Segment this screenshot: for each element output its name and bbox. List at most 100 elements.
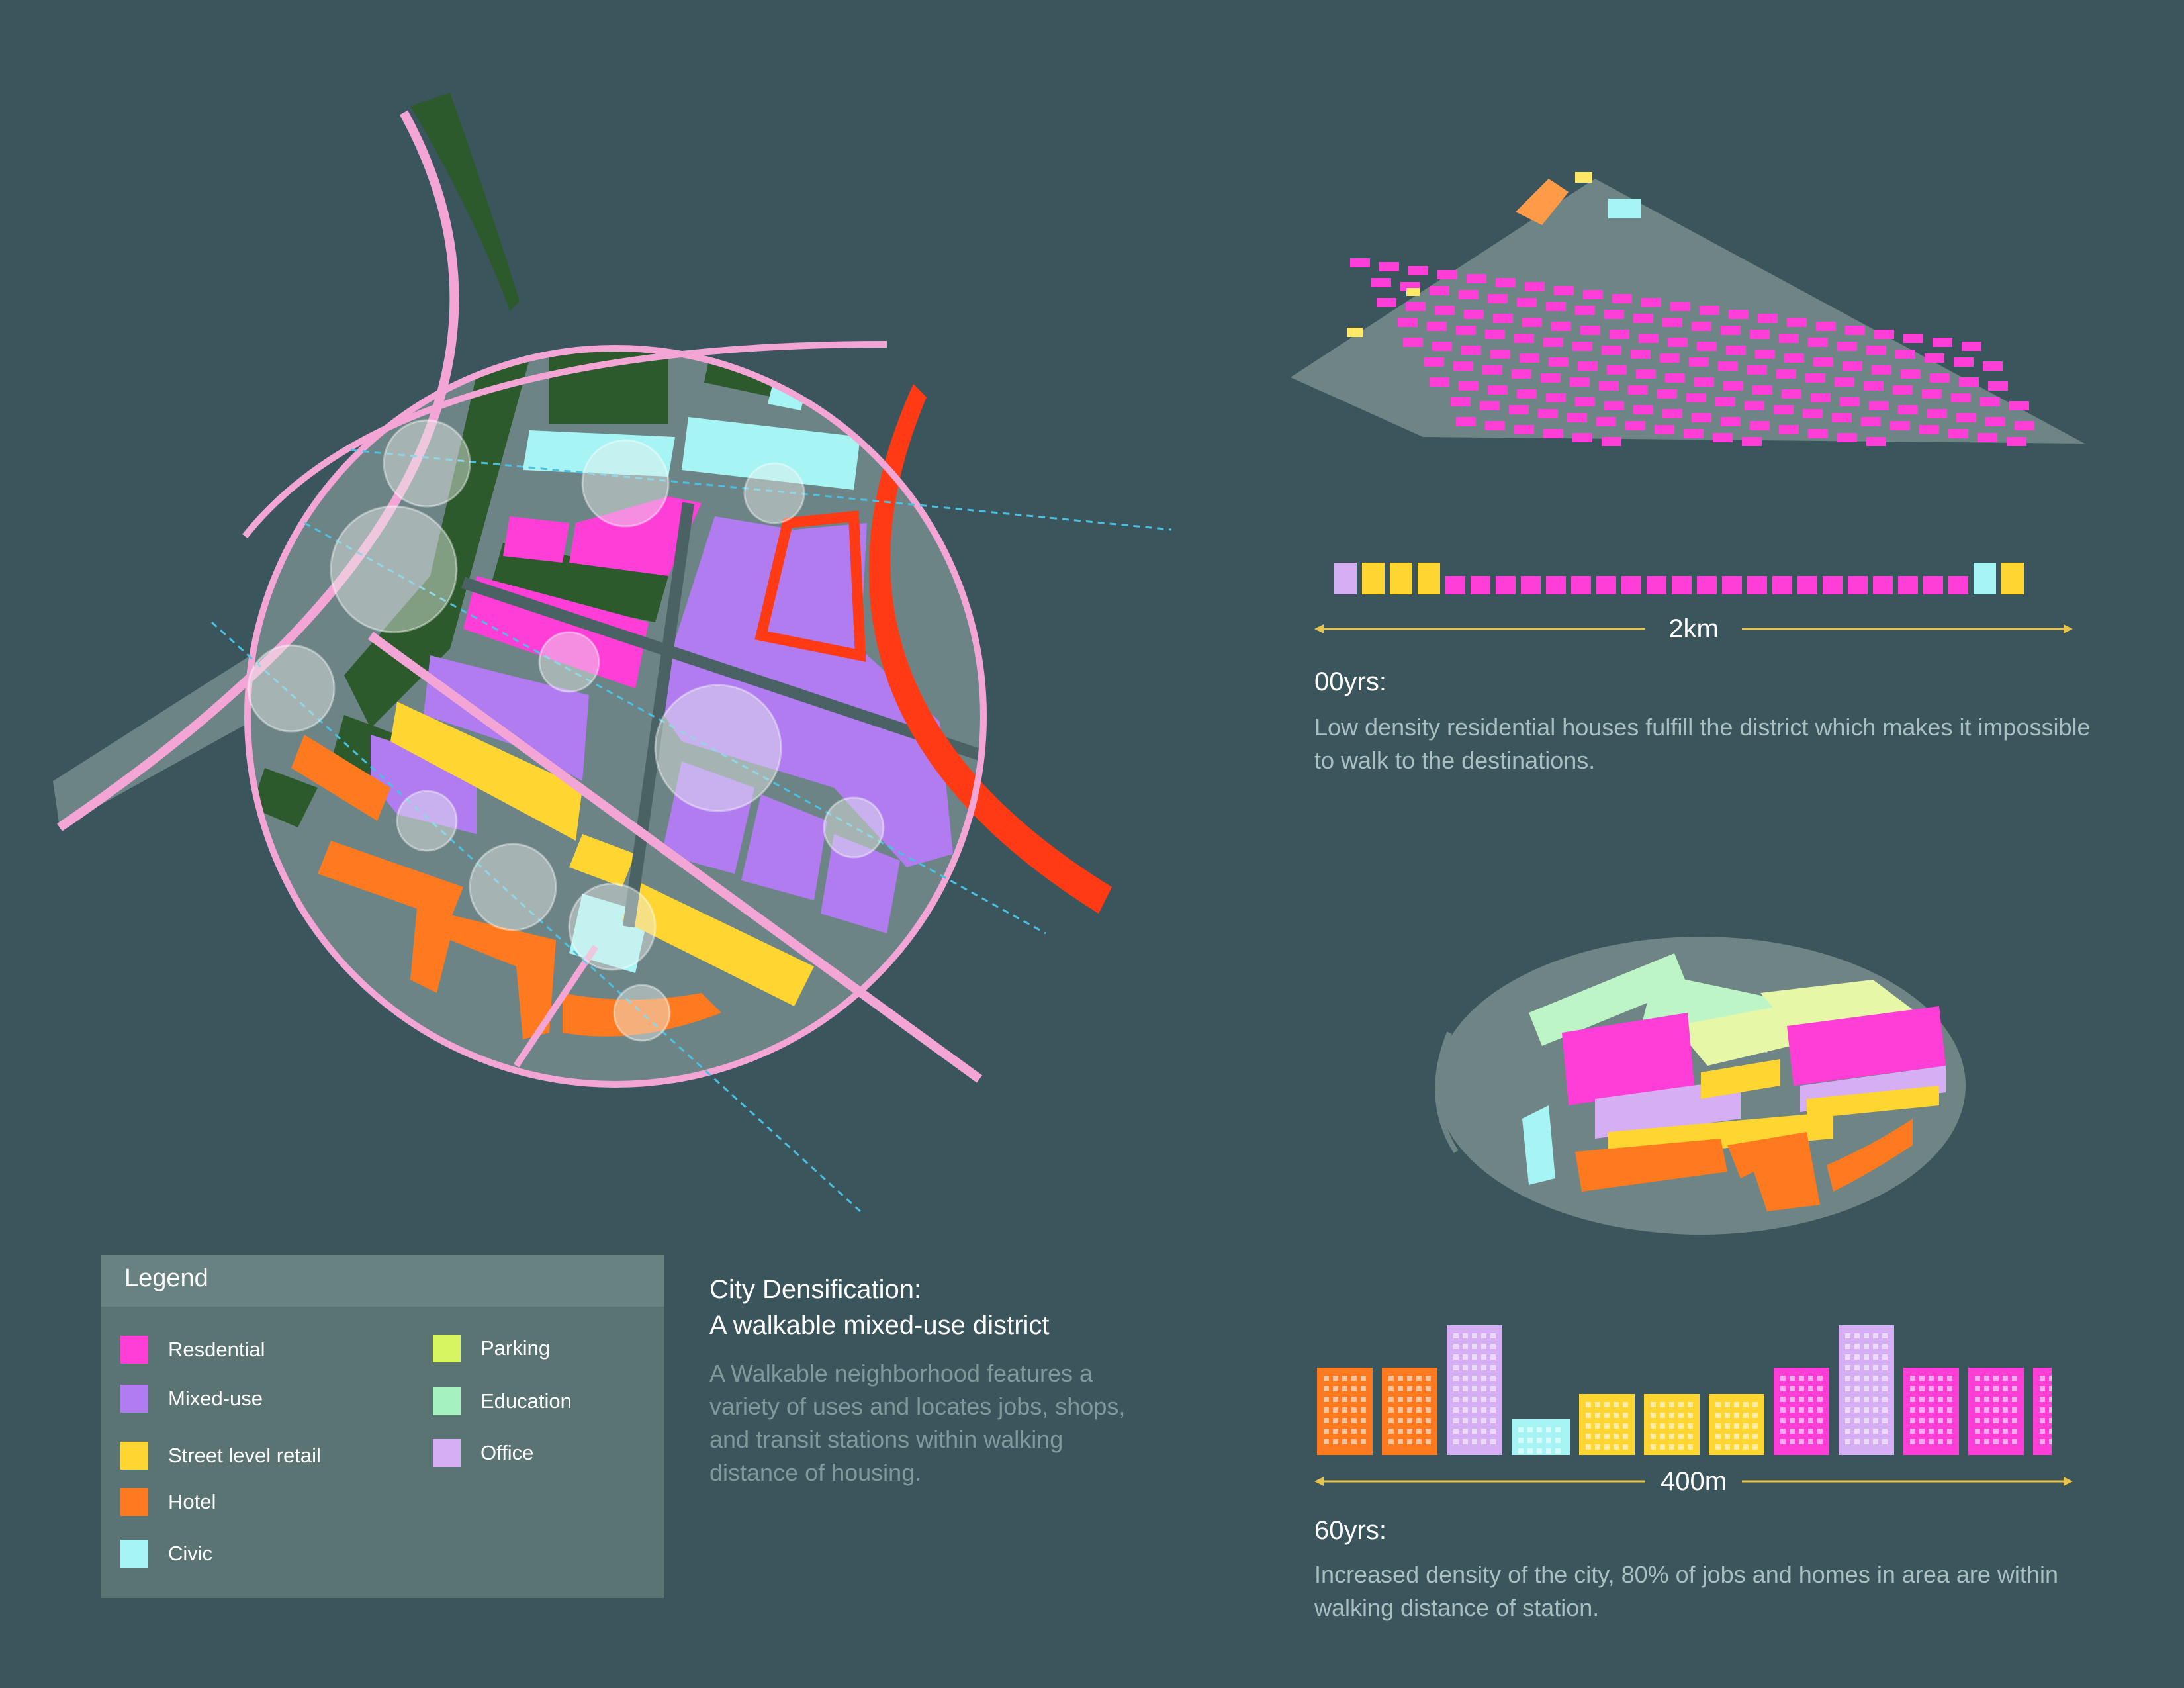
transit-arc-outer: [242, 341, 887, 539]
masterplan-diagram: [53, 93, 1172, 1213]
house: [1837, 433, 1857, 442]
house: [1496, 278, 1516, 287]
house: [1488, 385, 1508, 395]
house: [2007, 437, 2026, 446]
house: [1713, 433, 1733, 442]
strip-house: [1521, 576, 1541, 594]
house: [1604, 310, 1624, 319]
house: [1684, 429, 1704, 438]
house: [1903, 334, 1923, 343]
swatch-office: [433, 1439, 461, 1467]
house: [1657, 389, 1677, 399]
house: [1808, 338, 1828, 347]
house: [1962, 342, 1981, 351]
hotel-mass: [1516, 179, 1569, 225]
swatch-residential: [120, 1336, 148, 1364]
house: [1625, 421, 1645, 430]
skyline-tower: [1382, 1368, 1437, 1455]
legend-label: Parking: [480, 1336, 551, 1360]
era-description-60: Increased density of the city, 80% of jo…: [1314, 1561, 2058, 1621]
house: [1451, 397, 1471, 406]
house: [1665, 373, 1685, 383]
house: [1951, 393, 1971, 402]
strip-building: [1334, 563, 1357, 594]
house: [1575, 306, 1595, 315]
house: [1726, 346, 1746, 355]
strip-house: [1772, 576, 1792, 594]
internal-roads: [461, 502, 981, 928]
house: [1978, 433, 1997, 442]
strip-house: [1647, 576, 1666, 594]
house: [1866, 437, 1886, 446]
strip-house: [1873, 576, 1893, 594]
house: [1845, 326, 1865, 335]
house: [1782, 389, 1801, 399]
house: [1633, 405, 1653, 414]
scale-label-2km: 2km: [1668, 614, 1719, 643]
house: [1890, 421, 1910, 430]
house: [1803, 409, 1823, 418]
house: [1546, 393, 1566, 402]
house: [1406, 302, 1426, 311]
scale-bar-2km: [1314, 624, 2073, 633]
residential-masses: [1562, 1006, 1946, 1105]
house: [1628, 385, 1648, 395]
strip-house: [1496, 576, 1516, 594]
house: [1549, 357, 1569, 367]
house: [1403, 338, 1423, 347]
house: [1607, 365, 1627, 375]
house: [1776, 369, 1796, 379]
house: [1517, 389, 1537, 399]
house: [1930, 373, 1950, 383]
green-corridor-north: [410, 93, 520, 311]
house: [1480, 401, 1500, 410]
legend-label: Education: [480, 1389, 572, 1413]
house: [1954, 357, 1974, 367]
swatch-parking: [433, 1335, 461, 1362]
strip-house: [1571, 576, 1591, 594]
legend-item-parking: Parking: [433, 1335, 550, 1362]
house: [1774, 405, 1794, 414]
house: [1660, 353, 1680, 363]
headline-line-1: City Densification:: [709, 1275, 922, 1304]
era-title-60: 60yrs:: [1314, 1516, 1387, 1545]
strip-house: [1923, 576, 1943, 594]
house: [1543, 338, 1563, 347]
house: [1456, 326, 1476, 335]
house: [1408, 266, 1428, 275]
strip-house: [1672, 576, 1692, 594]
house: [1641, 298, 1661, 307]
house: [1459, 290, 1479, 299]
view-axes: [210, 449, 1172, 1213]
house: [1541, 373, 1561, 383]
house: [1869, 401, 1889, 410]
house: [1432, 342, 1452, 351]
legend-item-retail: Street level retail: [120, 1442, 321, 1470]
house: [1752, 385, 1772, 395]
strip-building: [1362, 563, 1385, 594]
house: [1430, 377, 1449, 387]
house: [1729, 310, 1749, 319]
strip-house: [1747, 576, 1767, 594]
house: [1787, 318, 1807, 327]
house: [1520, 353, 1539, 363]
house: [1662, 318, 1682, 327]
house: [1933, 338, 1952, 347]
swatch-civic: [120, 1540, 148, 1568]
house: [1424, 357, 1444, 367]
house: [1721, 417, 1741, 426]
house: [1784, 353, 1804, 363]
strip-house: [1621, 576, 1641, 594]
house: [1633, 314, 1653, 323]
house: [1517, 298, 1537, 307]
dense-3d-model: [1435, 937, 1966, 1235]
house: [1546, 302, 1566, 311]
skyline-tower: [1903, 1368, 1959, 1455]
strip-house: [1546, 576, 1566, 594]
transit-arc: [57, 110, 459, 831]
swatch-retail: [120, 1442, 148, 1470]
house: [1745, 401, 1764, 410]
skyline-tower: [1968, 1368, 2024, 1455]
house: [1750, 421, 1770, 430]
rail-line: [367, 632, 983, 1083]
